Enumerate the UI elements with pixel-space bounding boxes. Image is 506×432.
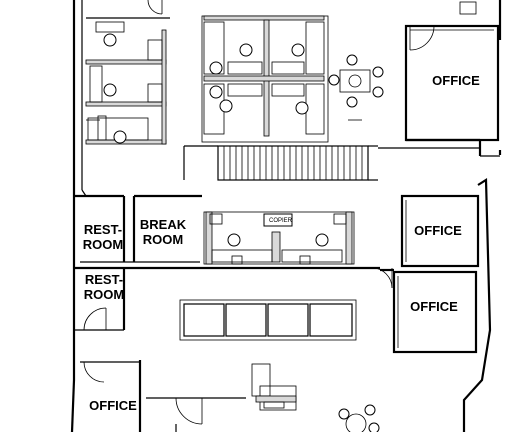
break-room-label-line2: ROOM xyxy=(143,232,183,247)
walls xyxy=(70,0,502,432)
office-mid-right-label: OFFICE xyxy=(414,223,462,238)
conference-tables xyxy=(179,299,357,341)
office-lower-right-label: OFFICE xyxy=(410,299,458,314)
room-labels: OFFICE OFFICE OFFICE OFFICE REST- ROOM R… xyxy=(83,73,480,413)
bottom-table xyxy=(338,404,380,432)
restroom-1-label-line2: ROOM xyxy=(83,237,123,252)
copier xyxy=(263,213,293,227)
office-top-right-label: OFFICE xyxy=(432,73,480,88)
stairs xyxy=(183,145,378,181)
meeting-table xyxy=(328,54,384,121)
copier-label: COPIER xyxy=(269,218,293,224)
workstations-middle: COPIER xyxy=(203,211,355,265)
restroom-2-label-line2: ROOM xyxy=(84,287,124,302)
reception-desk xyxy=(251,363,297,411)
break-room-label-line1: BREAK xyxy=(140,217,187,232)
restroom-1-label-line1: REST- xyxy=(84,222,122,237)
workstations-top-left xyxy=(85,21,167,145)
restroom-2-label-line1: REST- xyxy=(85,272,123,287)
workstation-cluster-center xyxy=(201,15,329,143)
office-bottom-left-label: OFFICE xyxy=(89,398,137,413)
